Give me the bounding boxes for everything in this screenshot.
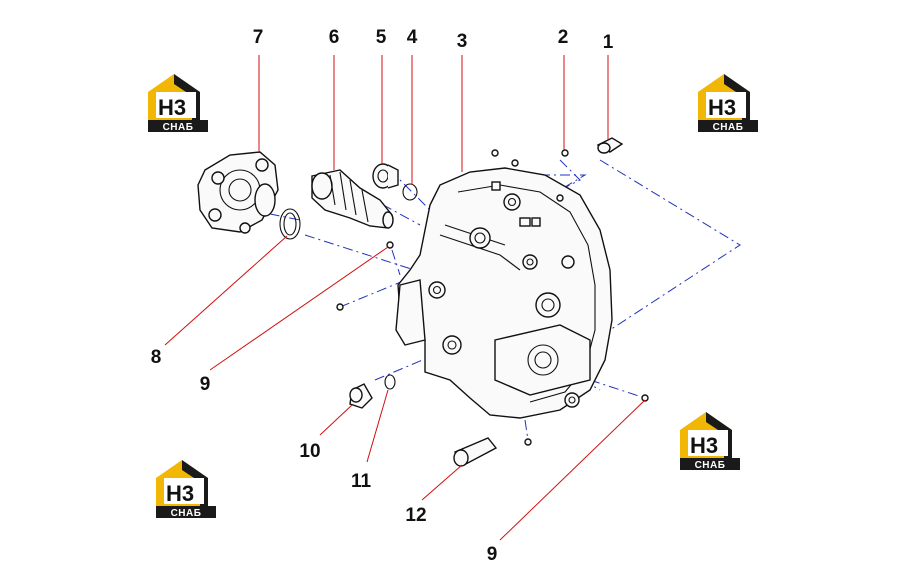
logo-caption-text: CHAБ [171, 508, 202, 519]
brand-logo-top-right: H3 CHAБ [698, 74, 758, 133]
brand-logo-top-left: H3 CHAБ [148, 74, 208, 133]
callout-3: 3 [457, 31, 468, 52]
callout-7: 7 [253, 27, 264, 48]
callout-2: 2 [558, 27, 569, 48]
o-ring-small [402, 183, 418, 201]
callout-8: 8 [151, 347, 162, 368]
logo-mark-text: H3 [166, 481, 194, 506]
callout-numbers: 1 2 3 4 5 6 7 8 9 10 11 12 9 [151, 27, 614, 565]
callout-6: 6 [329, 27, 340, 48]
o-ring-large [279, 208, 301, 240]
pump-cover-flange [197, 151, 279, 234]
callout-9-left: 9 [200, 374, 211, 395]
callout-9-bottom: 9 [487, 544, 498, 565]
sealing-washer [384, 374, 396, 390]
logo-caption-text: CHAБ [713, 122, 744, 133]
logo-caption-text: CHAБ [163, 122, 194, 133]
hollow-fitting [453, 437, 498, 467]
callout-11: 11 [351, 471, 372, 492]
small-pins [336, 149, 649, 446]
logo-caption-text: CHAБ [695, 460, 726, 471]
logo-mark-text: H3 [708, 95, 736, 120]
dowel-pin [596, 137, 624, 154]
transmission-housing [395, 167, 613, 419]
sealing-plug [372, 163, 399, 189]
brand-logo-bottom-left: H3 CHAБ [156, 460, 216, 519]
callout-1: 1 [603, 32, 614, 53]
callout-leader-lines [164, 55, 646, 541]
callout-4: 4 [407, 27, 418, 48]
callout-10: 10 [299, 441, 320, 462]
valve-spool-assembly [311, 169, 394, 229]
logo-mark-text: H3 [690, 433, 718, 458]
brand-logo-bottom-right: H3 CHAБ [680, 412, 740, 471]
logo-mark-text: H3 [158, 95, 186, 120]
bleed-plug [349, 383, 373, 409]
callout-5: 5 [376, 27, 387, 48]
callout-12: 12 [405, 505, 426, 526]
